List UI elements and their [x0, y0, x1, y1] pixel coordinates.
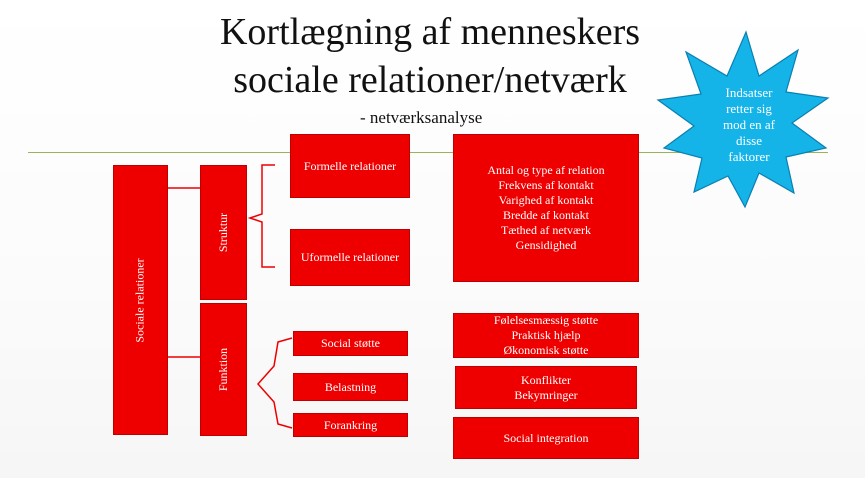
subtitle: - netværksanalyse — [360, 108, 483, 127]
detail-frekvens: Frekvens af kontakt — [498, 178, 594, 192]
detail-varighed: Varighed af kontakt — [498, 193, 594, 207]
stotte-details-box: Følelsesmæssig støtte Praktisk hjælp Øko… — [453, 313, 639, 358]
funktion-box: Funktion — [200, 303, 247, 436]
struktur-details-box: Antal og type af relation Frekvens af ko… — [453, 134, 639, 282]
detail-praktisk: Praktisk hjælp — [511, 328, 581, 342]
social-stotte-box: Social støtte — [293, 331, 408, 356]
star-line-4: disse — [736, 133, 762, 148]
detail-taethed: Tæthed af netværk — [501, 223, 591, 237]
detail-okonomisk: Økonomisk støtte — [503, 343, 589, 357]
social-integration-box: Social integration — [453, 417, 639, 459]
detail-gensidighed: Gensidighed — [515, 238, 577, 252]
star-line-5: faktorer — [728, 149, 770, 164]
detail-antal: Antal og type af relation — [487, 163, 605, 177]
starburst-text: Indsatser retter sig mod en af disse fak… — [705, 85, 793, 165]
detail-bredde: Bredde af kontakt — [503, 208, 589, 222]
divider-line — [28, 152, 828, 153]
star-line-1: Indsatser — [725, 85, 773, 100]
detail-konflikter: Konflikter — [521, 372, 571, 387]
struktur-box: Struktur — [200, 165, 247, 300]
uformelle-relationer-box: Uformelle relationer — [290, 229, 410, 286]
sociale-relationer-box: Sociale relationer — [113, 165, 168, 435]
belastning-details-box: Konflikter Bekymringer — [455, 366, 637, 409]
formelle-relationer-box: Formelle relationer — [290, 134, 410, 198]
star-line-2: retter sig — [726, 101, 772, 116]
belastning-box: Belastning — [293, 373, 408, 401]
title-line-1: Kortlægning af menneskers — [219, 11, 641, 53]
forankring-box: Forankring — [293, 413, 408, 437]
detail-folelsesmaessig: Følelsesmæssig støtte — [493, 313, 599, 327]
page-title: Kortlægning af menneskers sociale relati… — [110, 8, 750, 104]
title-line-2: sociale relationer/netværk — [233, 59, 627, 101]
detail-bekymringer: Bekymringer — [514, 387, 578, 402]
star-line-3: mod en af — [723, 117, 775, 132]
